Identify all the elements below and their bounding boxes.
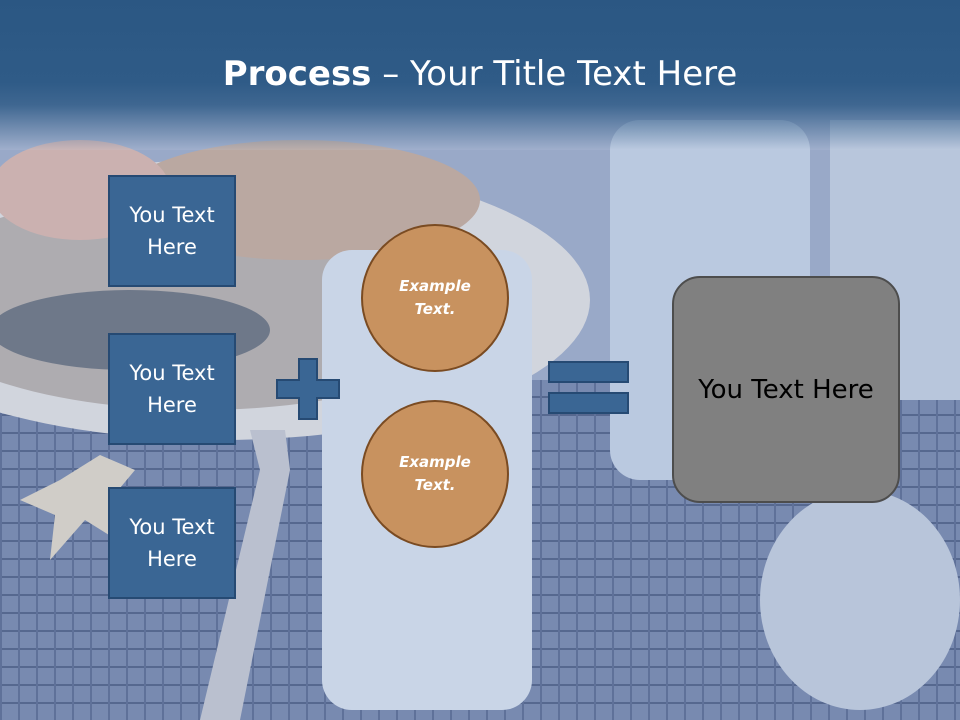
example-circle-1[interactable]: Example Text.: [361, 224, 509, 372]
input-box-1[interactable]: You Text Here: [108, 175, 236, 287]
equals-icon: [548, 361, 629, 414]
title-bold: Process: [222, 54, 372, 94]
title-bar: Process – Your Title Text Here: [0, 0, 960, 150]
title-rest: – Your Title Text Here: [371, 54, 738, 94]
result-box[interactable]: You Text Here: [672, 276, 900, 503]
input-box-3[interactable]: You Text Here: [108, 487, 236, 599]
page-title: Process – Your Title Text Here: [0, 52, 960, 96]
input-box-2[interactable]: You Text Here: [108, 333, 236, 445]
example-circle-2[interactable]: Example Text.: [361, 400, 509, 548]
plus-icon: [276, 358, 340, 420]
